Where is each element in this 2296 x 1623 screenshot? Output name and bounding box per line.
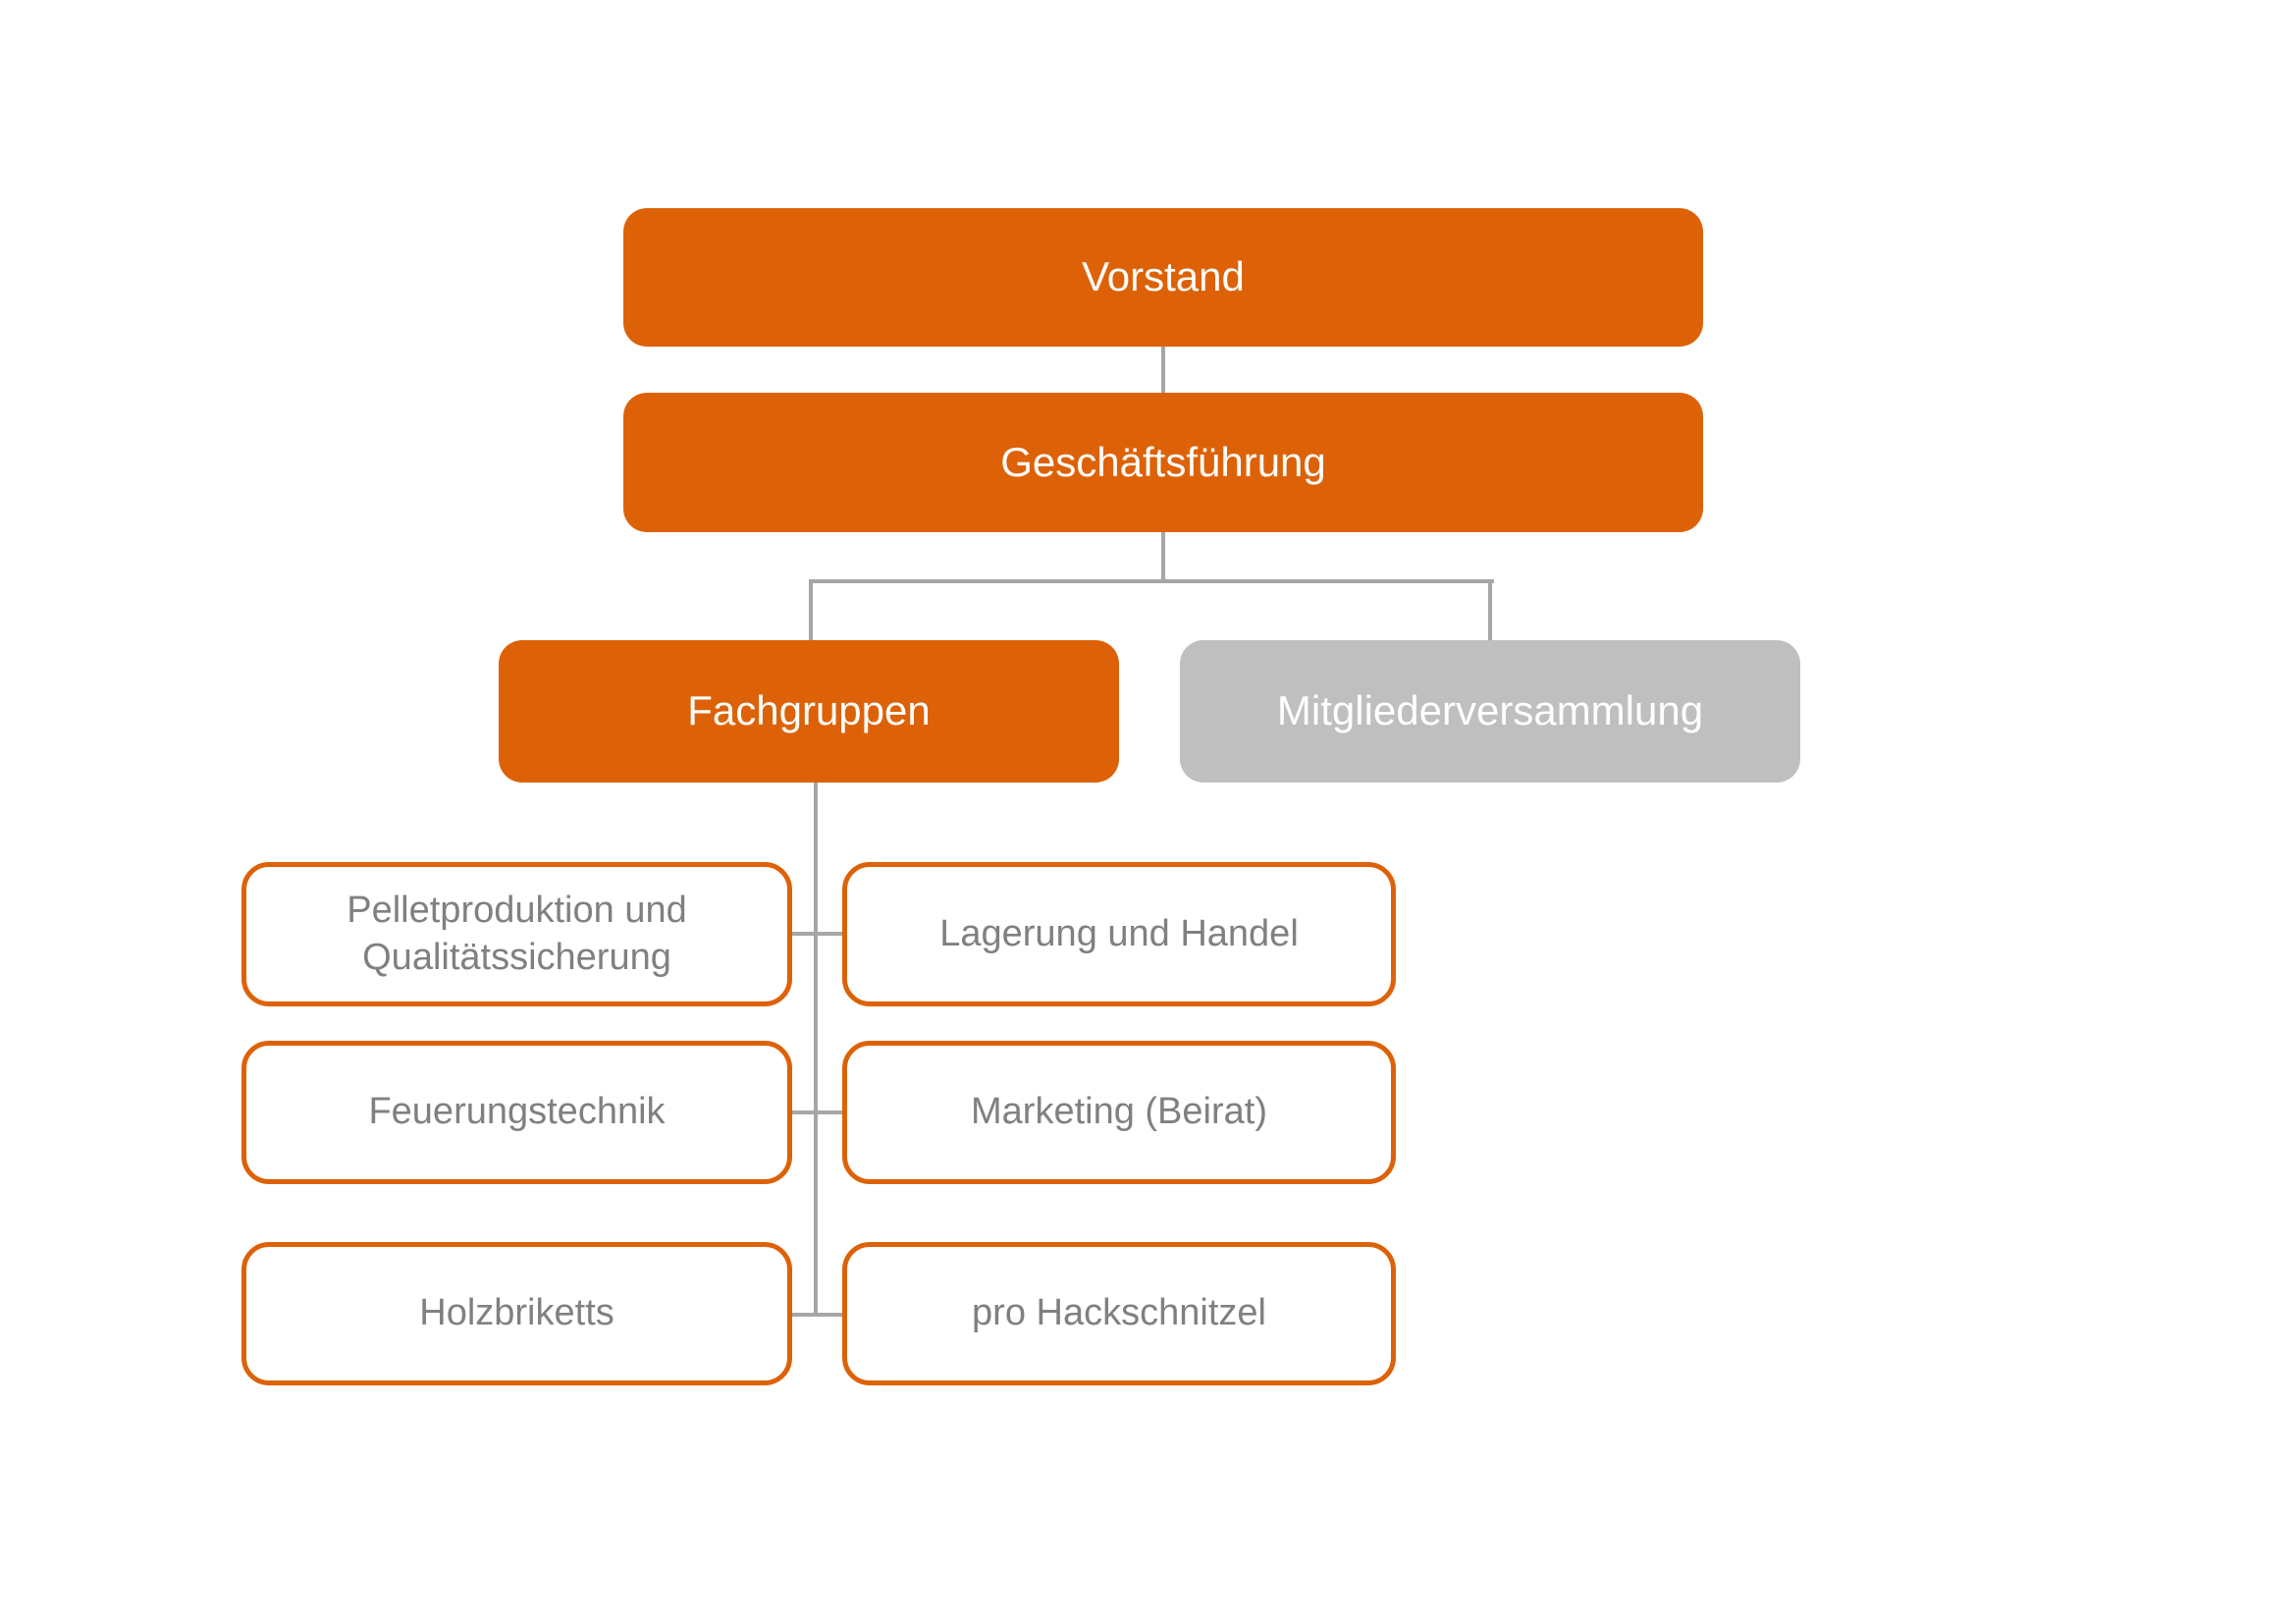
node-lagerung-label: Lagerung und Handel <box>939 912 1299 954</box>
connector-geschaeftsfuehrung-down <box>1161 532 1165 581</box>
node-marketing: Marketing (Beirat) <box>842 1041 1396 1184</box>
connector-to-mitgliederversammlung <box>1488 579 1492 640</box>
connector-to-fachgruppen <box>809 579 813 640</box>
node-hackschnitzel: pro Hackschnitzel <box>842 1242 1396 1385</box>
node-feuerungstechnik: Feuerungstechnik <box>241 1041 792 1184</box>
node-geschaeftsfuehrung: Geschäftsführung <box>623 393 1703 532</box>
node-fachgruppen: Fachgruppen <box>499 640 1119 783</box>
node-hackschnitzel-label: pro Hackschnitzel <box>972 1292 1266 1334</box>
node-mitgliederversammlung: Mitgliederversammlung <box>1180 640 1800 783</box>
node-pelletproduktion-label: Pelletproduktion und Qualitätssicherung <box>347 890 687 978</box>
connector-stub-row2 <box>792 1110 842 1114</box>
node-lagerung: Lagerung und Handel <box>842 862 1396 1006</box>
connector-stub-row3 <box>792 1313 842 1317</box>
node-marketing-label: Marketing (Beirat) <box>971 1091 1267 1133</box>
connector-split-horizontal <box>809 579 1494 583</box>
node-mitgliederversammlung-label: Mitgliederversammlung <box>1276 687 1704 734</box>
connector-vorstand-geschaeftsfuehrung <box>1161 347 1165 393</box>
node-holzbriketts-label: Holzbriketts <box>419 1292 614 1334</box>
node-holzbriketts: Holzbriketts <box>241 1242 792 1385</box>
node-vorstand-label: Vorstand <box>1082 253 1245 300</box>
node-feuerungstechnik-label: Feuerungstechnik <box>368 1091 666 1133</box>
node-pelletproduktion: Pelletproduktion und Qualitätssicherung <box>241 862 792 1006</box>
connector-fachgruppen-trunk <box>814 783 818 1315</box>
node-vorstand: Vorstand <box>623 208 1703 347</box>
node-geschaeftsfuehrung-label: Geschäftsführung <box>1000 438 1326 485</box>
connector-stub-row1 <box>792 932 842 936</box>
node-fachgruppen-label: Fachgruppen <box>687 687 931 734</box>
